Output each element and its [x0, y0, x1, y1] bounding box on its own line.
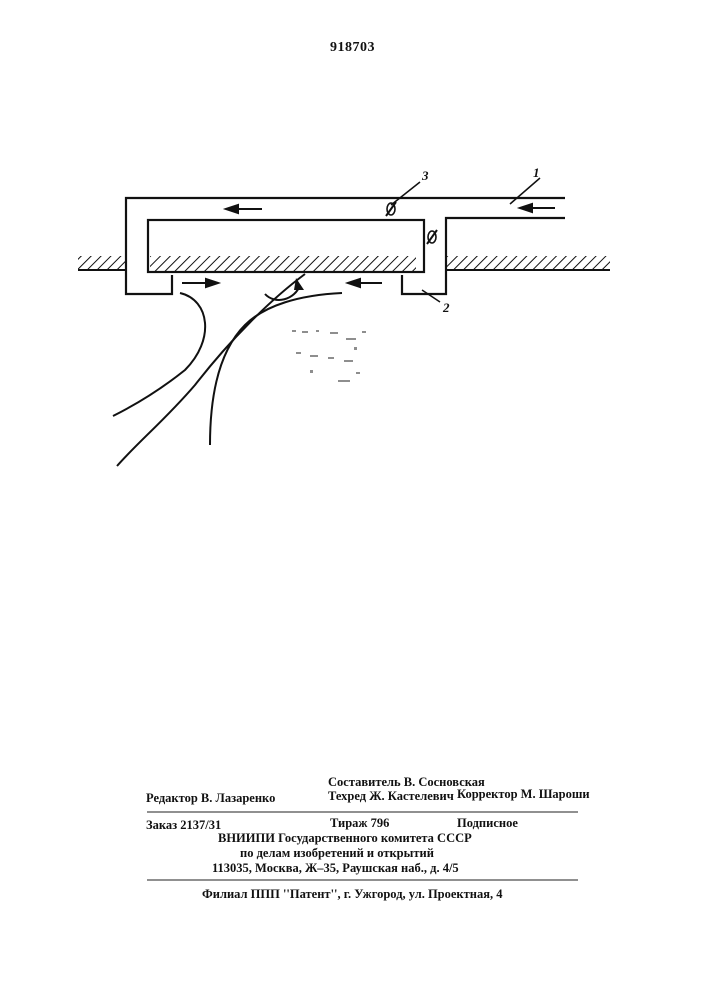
duct-outer-contour	[126, 198, 565, 294]
ground-hatch-center	[150, 256, 416, 271]
org-line-1: ВНИИПИ Государственного комитета СССР	[218, 831, 472, 846]
label-2: 2	[443, 300, 450, 316]
label-3: 3	[422, 168, 429, 184]
arrow-inlet	[520, 204, 555, 212]
leader-3	[391, 182, 420, 205]
editor-credit: Редактор В. Лазаренко	[146, 791, 275, 806]
circulation: Тираж 796	[330, 816, 389, 831]
org-line-2: по делам изобретений и открытий	[240, 846, 434, 861]
leader-2	[422, 290, 440, 302]
techred-credit: Техред Ж. Кастелевич	[328, 789, 454, 804]
corrector-credit: Корректор М. Шароши	[457, 787, 590, 802]
scan-speckles	[292, 330, 366, 382]
flow-curve-left	[113, 293, 205, 416]
leader-1	[510, 178, 540, 204]
flow-curve-right	[210, 293, 342, 445]
arrow-top-left	[226, 205, 262, 213]
arrow-bottom-left	[182, 279, 218, 287]
branch-address: Филиал ППП ''Патент'', г. Ужгород, ул. П…	[202, 887, 503, 902]
ground-hatch-left	[78, 256, 126, 271]
arrow-bottom-right	[348, 279, 382, 287]
ground-hatch-right	[446, 256, 610, 271]
subscription: Подписное	[457, 816, 518, 831]
address: 113035, Москва, Ж–35, Раушская наб., д. …	[212, 861, 459, 876]
label-1: 1	[533, 165, 540, 181]
order-number: Заказ 2137/31	[146, 818, 221, 833]
